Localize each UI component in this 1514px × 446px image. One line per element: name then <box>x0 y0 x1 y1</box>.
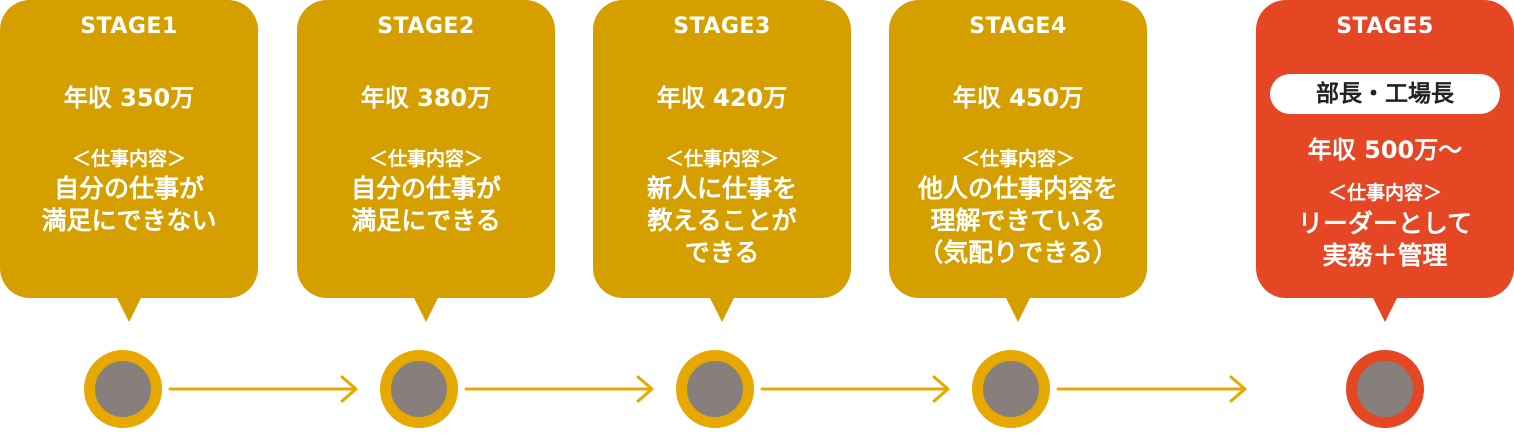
stage2-salary: 年収 380万 <box>360 84 492 112</box>
stage2-description: 自分の仕事が 満足にできる <box>297 173 555 237</box>
stage2-desc-line1: 自分の仕事が <box>350 174 501 203</box>
timeline <box>0 340 1514 446</box>
stage3-salary: 年収 420万 <box>656 84 788 112</box>
arrow-right-icon <box>760 375 950 403</box>
stage2-node <box>380 350 458 428</box>
stage2-bubble: STAGE2 年収 380万 ＜仕事内容＞ 自分の仕事が 満足にできる <box>297 0 555 298</box>
stage4-desc-line3: （気配りできる） <box>918 238 1118 267</box>
timeline-arrows <box>168 375 1247 403</box>
stage1-salary: 年収 350万 <box>63 84 195 112</box>
stage3-desc-line2: 教えることが <box>647 206 797 235</box>
arrow-right-icon <box>168 375 358 403</box>
stage5-bubble: STAGE5 部長・工場長 年収 500万〜 ＜仕事内容＞ リーダーとして 実務… <box>1256 0 1514 298</box>
stage1-label: STAGE1 <box>80 14 178 39</box>
stage4-desc-line1: 他人の仕事内容を <box>917 174 1118 203</box>
stage2-content-label: ＜仕事内容＞ <box>368 148 483 170</box>
stage4-label: STAGE4 <box>969 14 1067 39</box>
arrow-right-icon <box>1056 375 1247 403</box>
stage5-description: リーダーとして 実務＋管理 <box>1256 208 1514 272</box>
stage5-salary: 年収 500万〜 <box>1307 136 1463 164</box>
stage5-label: STAGE5 <box>1336 14 1434 39</box>
stage1-description: 自分の仕事が 満足にできない <box>0 173 258 237</box>
stage3-desc-line3: できる <box>684 238 760 267</box>
stage1-desc-line1: 自分の仕事が <box>53 174 204 203</box>
stage1-desc-line2: 満足にできない <box>41 206 217 235</box>
stage3-desc-line1: 新人に仕事を <box>646 174 797 203</box>
stage2-label: STAGE2 <box>377 14 475 39</box>
stage1-bubble: STAGE1 年収 350万 ＜仕事内容＞ 自分の仕事が 満足にできない <box>0 0 258 298</box>
stage1-node <box>84 350 162 428</box>
arrow-right-icon <box>464 375 654 403</box>
stage5-node <box>1346 350 1424 428</box>
stage3-description: 新人に仕事を 教えることが できる <box>593 173 851 269</box>
stage3-content-label: ＜仕事内容＞ <box>664 148 779 170</box>
stage4-node <box>972 350 1050 428</box>
stage5-desc-line2: 実務＋管理 <box>1322 241 1448 270</box>
stage5-position-badge: 部長・工場長 <box>1270 74 1500 114</box>
stage3-bubble: STAGE3 年収 420万 ＜仕事内容＞ 新人に仕事を 教えることが できる <box>593 0 851 298</box>
stage4-desc-line2: 理解できている <box>930 206 1106 235</box>
stage4-bubble: STAGE4 年収 450万 ＜仕事内容＞ 他人の仕事内容を 理解できている （… <box>889 0 1147 298</box>
stage4-content-label: ＜仕事内容＞ <box>960 148 1075 170</box>
stage4-salary: 年収 450万 <box>952 84 1084 112</box>
stage1-content-label: ＜仕事内容＞ <box>71 148 186 170</box>
stage5-desc-line1: リーダーとして <box>1297 209 1473 238</box>
stage5-content-label: ＜仕事内容＞ <box>1327 182 1442 204</box>
stage4-description: 他人の仕事内容を 理解できている （気配りできる） <box>889 173 1147 269</box>
stage3-node <box>676 350 754 428</box>
stage2-desc-line2: 満足にできる <box>351 206 501 235</box>
stage3-label: STAGE3 <box>673 14 771 39</box>
